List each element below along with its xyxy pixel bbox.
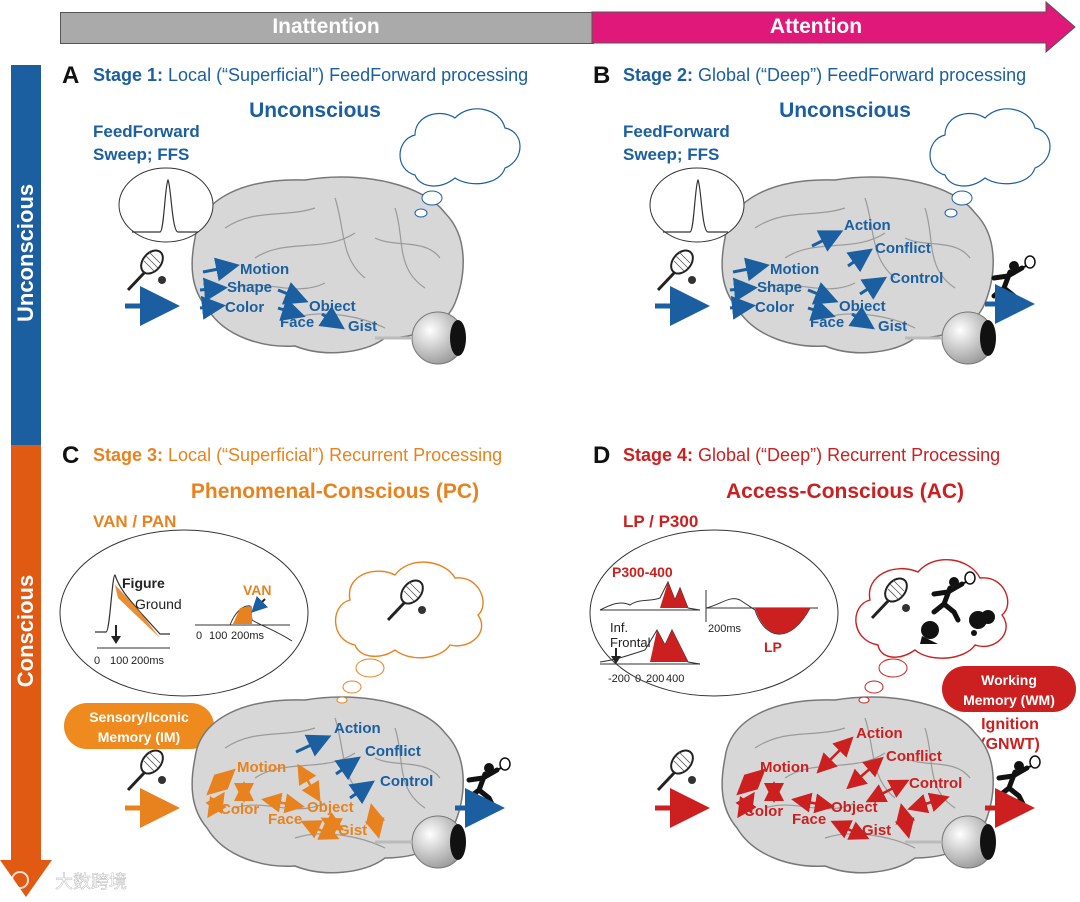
d-erp-inf: Inf.: [610, 620, 628, 635]
b-label-control: Control: [890, 270, 943, 287]
d-erp-lp: LP: [764, 639, 782, 655]
a-label-face: Face: [280, 314, 314, 331]
unconscious-bar: [11, 65, 41, 445]
conscious-arrow: [0, 445, 52, 897]
inattention-bar: [60, 12, 594, 44]
a-label-color: Color: [225, 299, 264, 316]
panel-a-stage: Stage 1: Local (“Superficial”) FeedForwa…: [93, 65, 529, 85]
panel-a-erp-wave: [132, 178, 198, 233]
d-label-motion: Motion: [760, 759, 809, 776]
a-label-gist: Gist: [348, 318, 377, 335]
panel-a-erp-oval: [118, 167, 214, 243]
c-tick1-1: 100: [110, 655, 128, 667]
c-tick2-1: 100: [209, 630, 227, 642]
c-label-color: Color: [220, 801, 259, 818]
d-label-color: Color: [744, 803, 783, 820]
c-erp-ground: Ground: [135, 596, 182, 612]
watermark: 大数跨境: [11, 871, 127, 892]
panel-b-player-icon: [994, 256, 1035, 304]
panel-c-sub: VAN / PAN: [93, 512, 177, 531]
c-label-face: Face: [268, 811, 302, 828]
d-erp-frontal: Frontal: [610, 635, 651, 650]
panel-d-player-icon: [999, 756, 1040, 804]
panel-c-racket-icon: [126, 744, 169, 792]
panel-d-racket-icon: [656, 744, 699, 792]
b-label-motion: Motion: [770, 261, 819, 278]
panel-d-letter: D: [593, 442, 611, 469]
c-label-control: Control: [380, 773, 433, 790]
attention-label: Attention: [769, 15, 863, 38]
watermark-text: 大数跨境: [55, 872, 127, 892]
panel-b-letter: B: [593, 62, 611, 89]
panel-b-thought-cloud: [929, 108, 1051, 187]
d-tick-2: 200: [646, 673, 664, 685]
a-label-motion: Motion: [240, 261, 289, 278]
inattention-label: Inattention: [272, 15, 380, 38]
c-tick1-0: 0: [94, 655, 100, 667]
panel-c-letter: C: [62, 442, 80, 469]
panel-d-sub: LP / P300: [623, 512, 699, 531]
panel-a-thought-cloud: [399, 108, 521, 187]
panel-b-state: Unconscious: [779, 99, 911, 122]
panel-c-stage: Stage 3: Local (“Superficial”) Recurrent…: [93, 445, 503, 465]
d-tick-0: -200: [608, 673, 630, 685]
b-label-color: Color: [755, 299, 794, 316]
a-label-object: Object: [309, 298, 356, 315]
panel-c-state: Phenomenal-Conscious (PC): [190, 480, 480, 503]
b-label-gist: Gist: [878, 318, 907, 335]
c-tick1-2: 200ms: [131, 655, 165, 667]
d-label-conflict: Conflict: [886, 748, 942, 765]
b-label-conflict: Conflict: [875, 240, 931, 257]
c-label-motion: Motion: [237, 759, 286, 776]
panel-a-letter: A: [62, 62, 80, 89]
panel-d-thought-bubble-icon: [969, 610, 995, 636]
d-label-control: Control: [909, 775, 962, 792]
b-label-action: Action: [844, 217, 891, 234]
d-erp-200ms: 200ms: [708, 623, 742, 635]
panel-b-eye: [941, 311, 997, 365]
d-label-gist: Gist: [862, 822, 891, 839]
b-label-object: Object: [839, 298, 886, 315]
ignition-label: Ignition(GNWT): [980, 716, 1040, 753]
attention-arrow: [591, 0, 1076, 54]
panel-a-state: Unconscious: [249, 99, 381, 122]
d-label-action: Action: [856, 725, 903, 742]
c-tick2-0: 0: [196, 630, 202, 642]
panel-c-thought-cloud: [334, 561, 484, 659]
panel-d-eye: [941, 815, 997, 869]
panel-b-stage: Stage 2: Global (“Deep”) FeedForward pro…: [623, 65, 1027, 85]
panel-d-head-icon: [920, 621, 939, 644]
panel-b-racket-icon: [656, 244, 699, 292]
d-tick-1: 0: [635, 673, 641, 685]
panel-d-state: Access-Conscious (AC): [725, 480, 965, 503]
d-label-object: Object: [831, 799, 878, 816]
panel-c-player-icon: [469, 758, 510, 806]
panel-b-erp-oval: [649, 167, 745, 243]
c-erp-figure: Figure: [122, 575, 165, 591]
b-label-shape: Shape: [757, 279, 802, 296]
panel-a-eye: [411, 311, 467, 365]
panel-c-eye: [411, 815, 467, 869]
panel-a-racket-icon: [126, 244, 169, 292]
c-label-action: Action: [334, 720, 381, 737]
c-label-object: Object: [307, 799, 354, 816]
panel-d-stage: Stage 4: Global (“Deep”) Recurrent Proce…: [623, 445, 1001, 465]
d-tick-3: 400: [666, 673, 684, 685]
c-label-conflict: Conflict: [365, 743, 421, 760]
a-label-shape: Shape: [227, 279, 272, 296]
c-tick2-2: 200ms: [231, 630, 265, 642]
c-label-gist: Gist: [338, 822, 367, 839]
d-erp-p300: P300-400: [612, 564, 673, 580]
van-pointer: [251, 595, 269, 613]
panel-c-erp-oval: [59, 529, 309, 697]
d-label-face: Face: [792, 811, 826, 828]
c-erp-van: VAN: [243, 582, 272, 598]
b-label-face: Face: [810, 314, 844, 331]
